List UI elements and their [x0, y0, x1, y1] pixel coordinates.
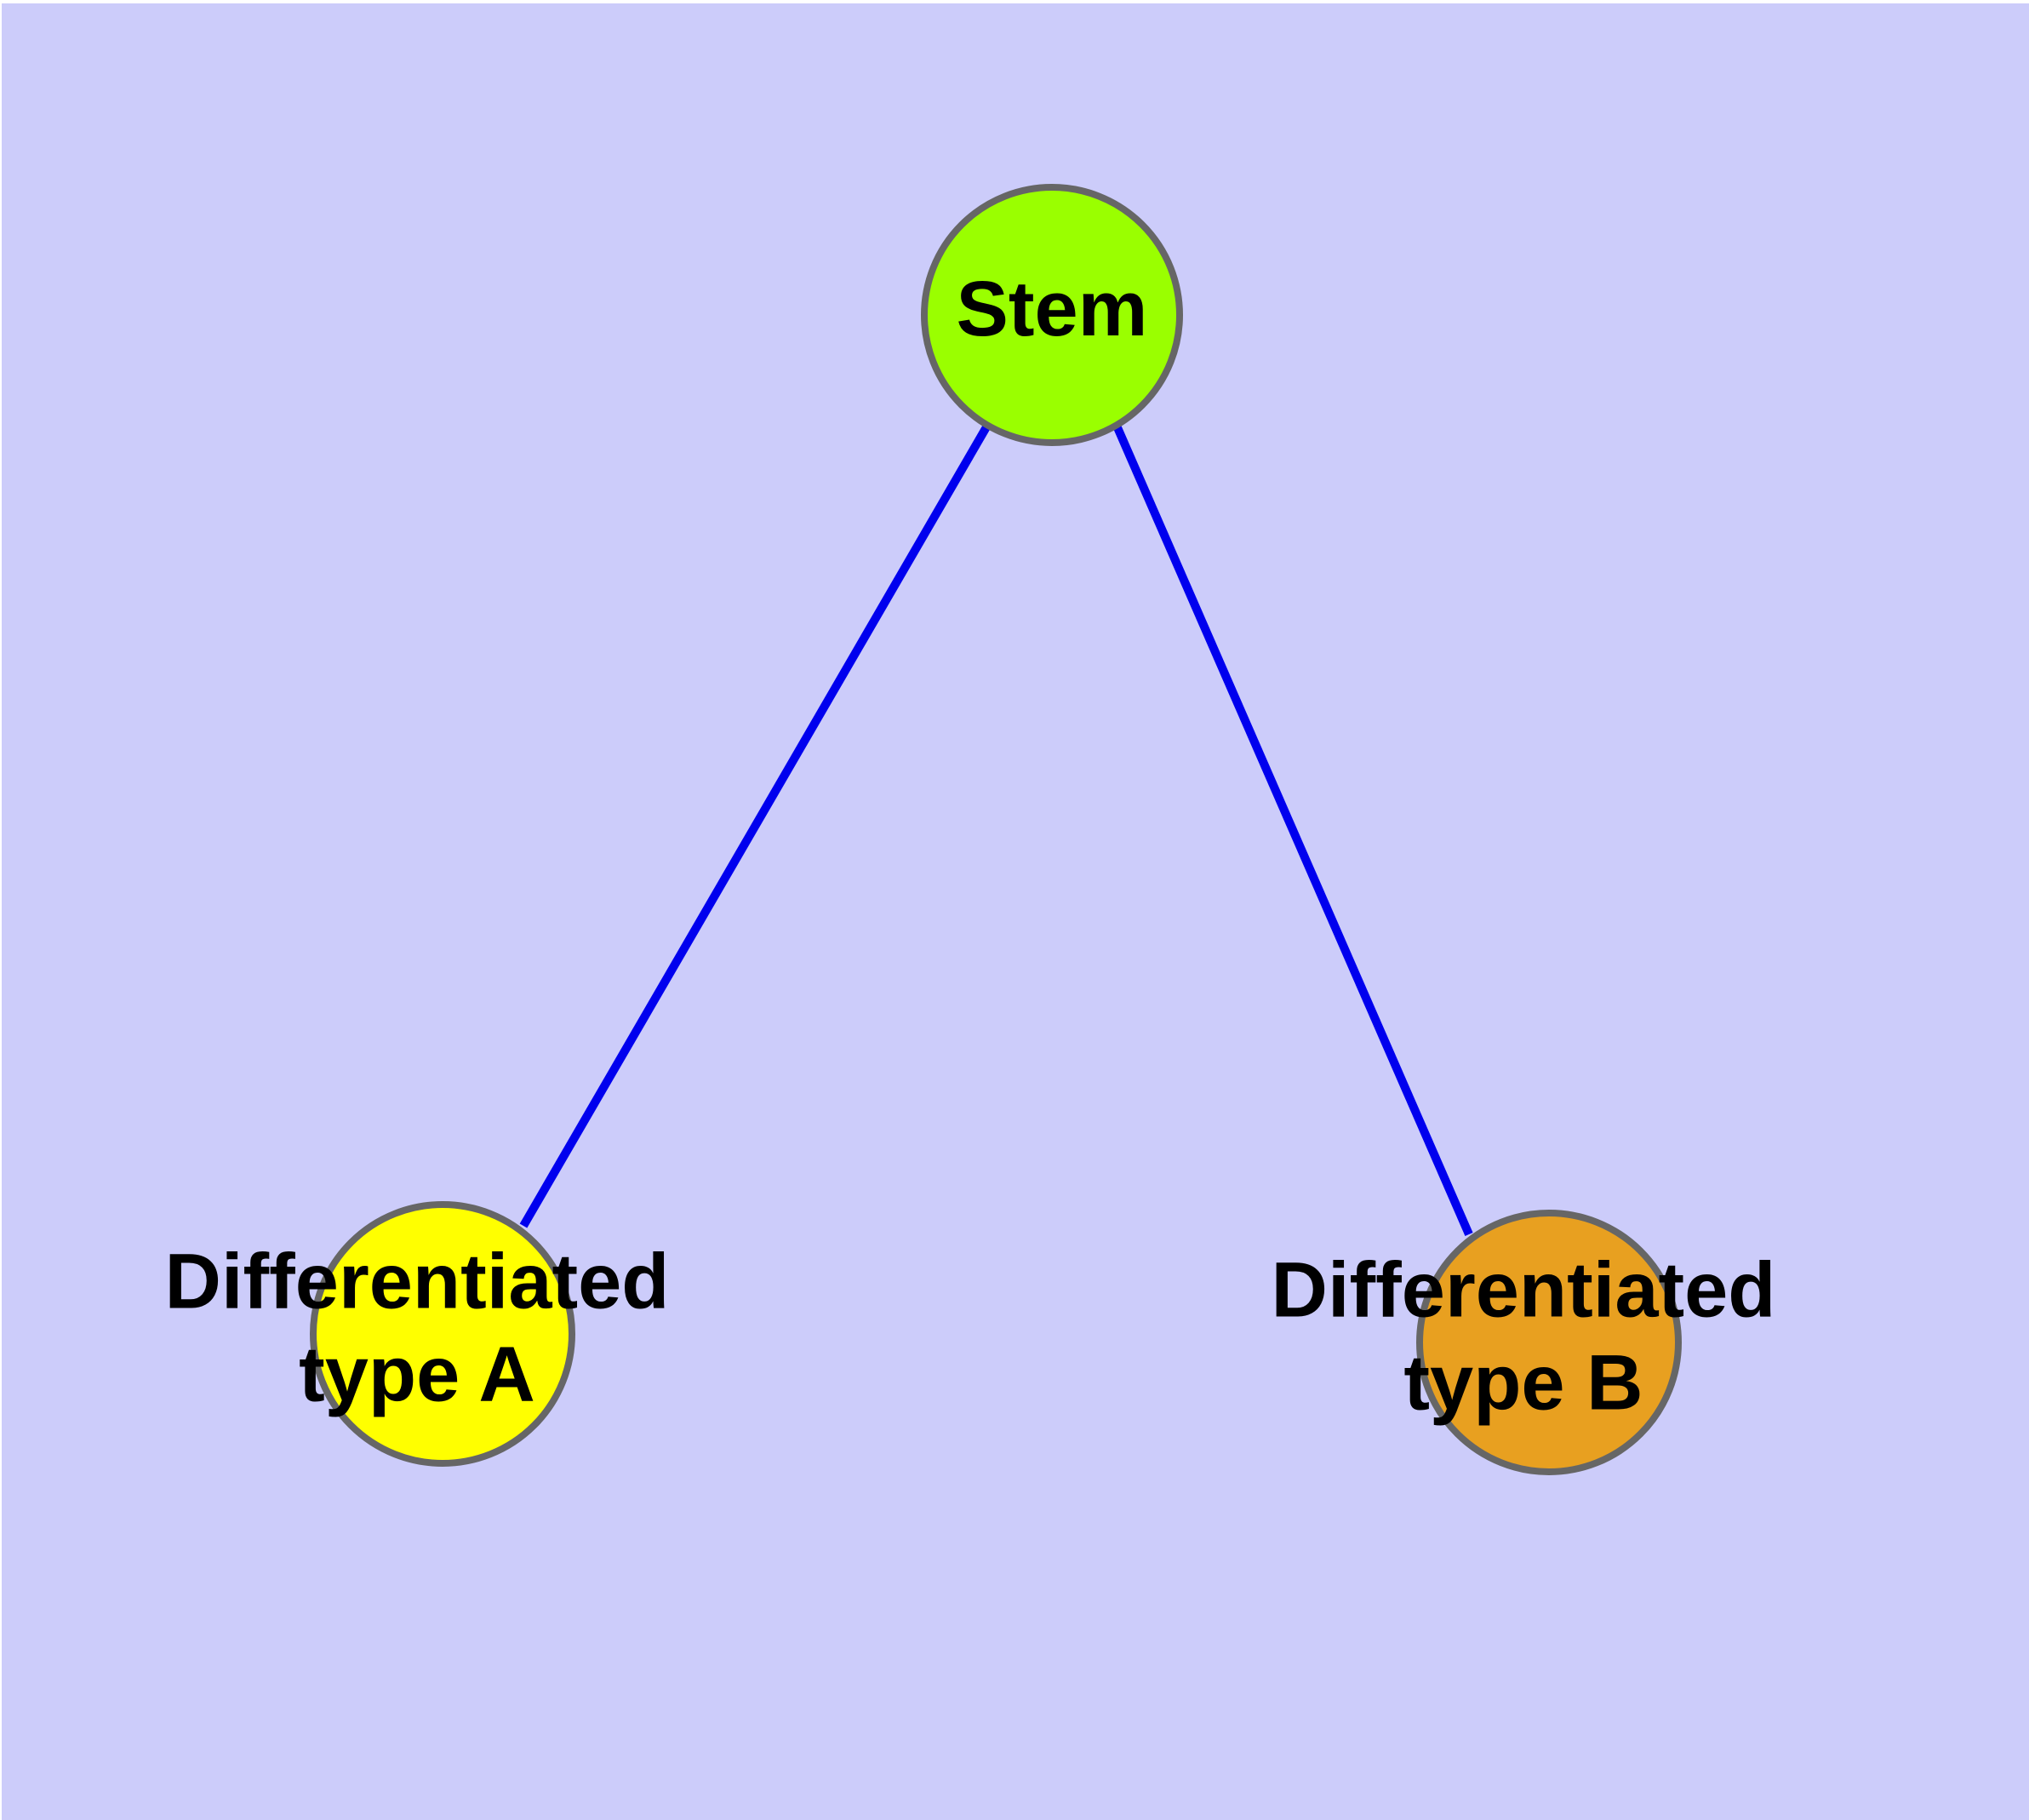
node-label-line: type A — [299, 1331, 535, 1418]
node-label-line: Differentiated — [1272, 1247, 1776, 1334]
edge-stem-to-diff-a[interactable] — [519, 423, 992, 1228]
edges-layer — [519, 423, 1473, 1236]
node-diff-b[interactable] — [1416, 1210, 1682, 1475]
edge-stem-to-diff-b[interactable] — [1112, 424, 1473, 1236]
node-diff-a[interactable] — [310, 1201, 575, 1467]
node-label-line: Differentiated — [165, 1239, 670, 1325]
nodes-layer — [310, 184, 1682, 1475]
node-label-line: Stem — [957, 266, 1148, 352]
node-label-line: type B — [1403, 1340, 1643, 1427]
node-stem[interactable] — [921, 184, 1183, 446]
node-label-stem: Stem — [957, 266, 1148, 352]
